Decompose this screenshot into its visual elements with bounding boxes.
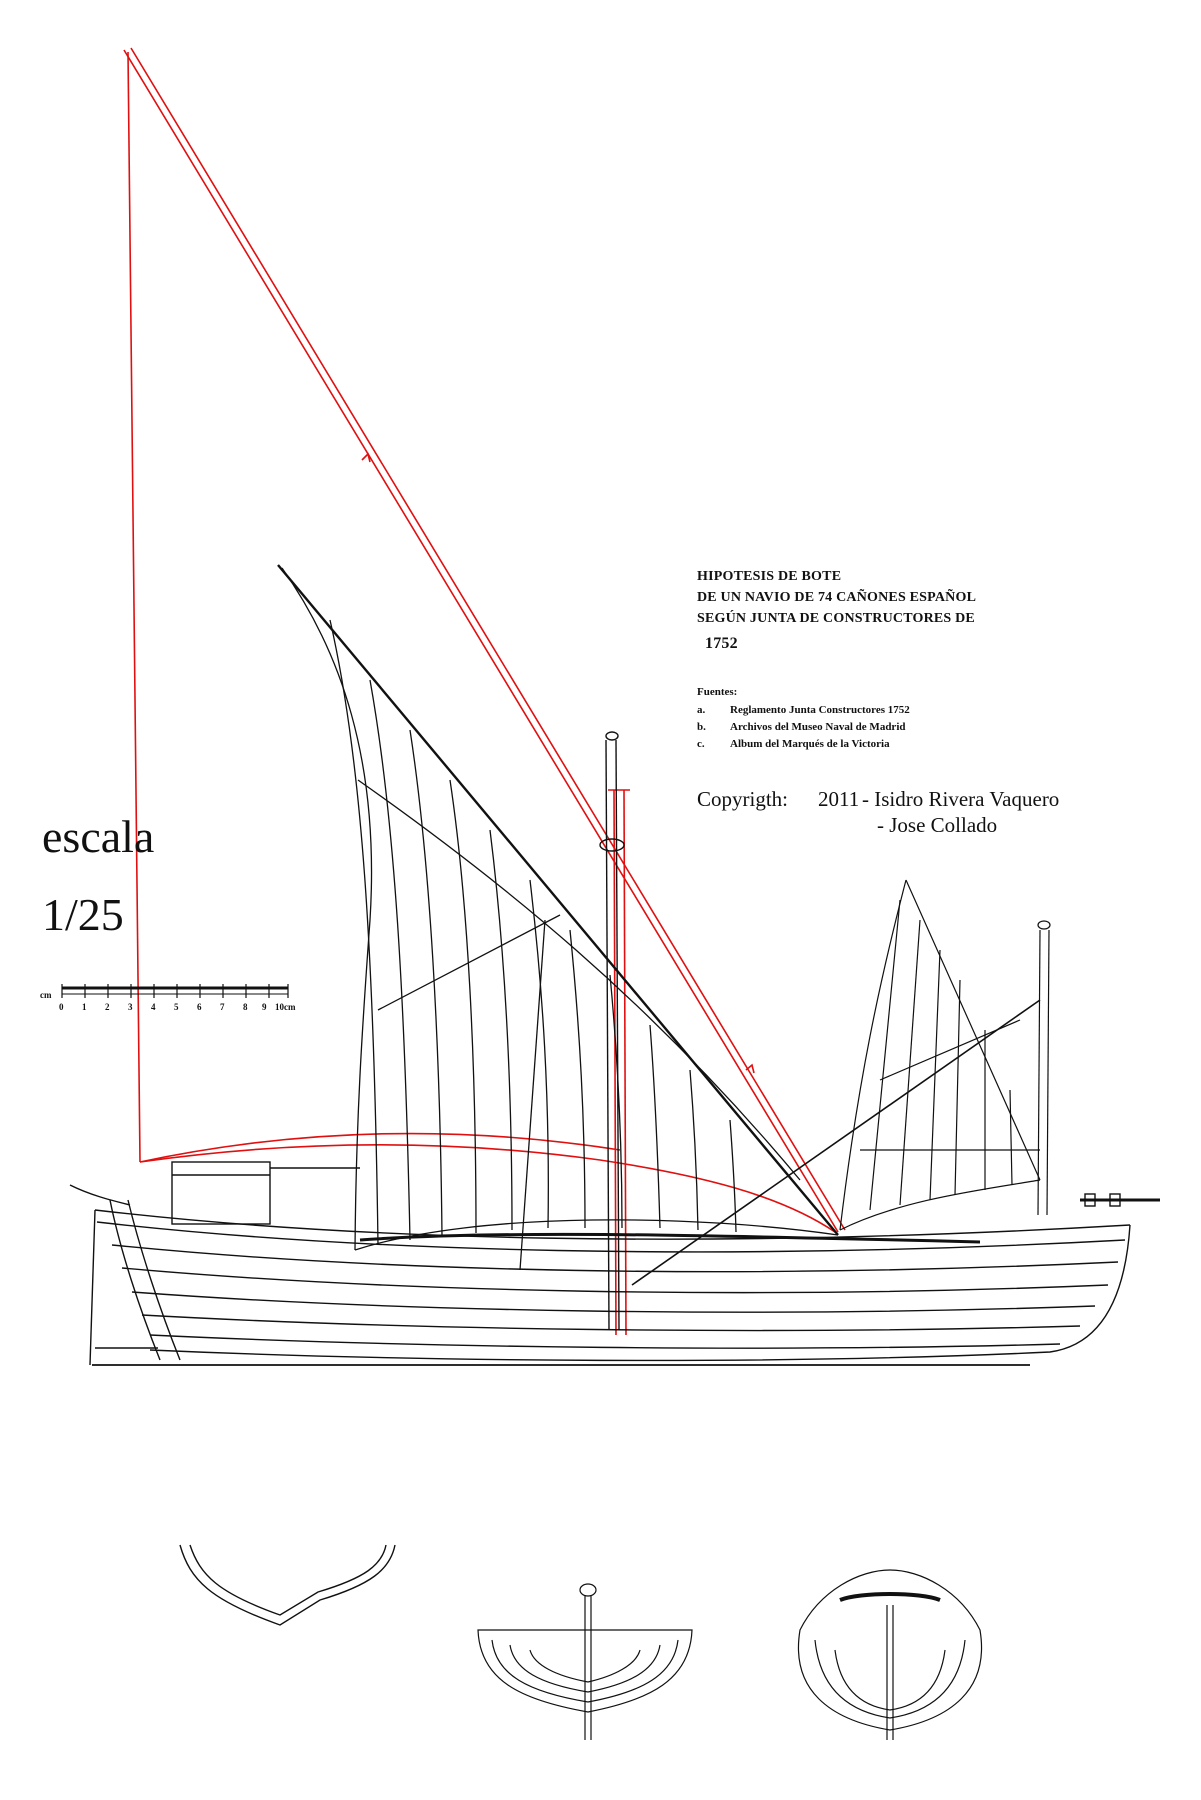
copyright-author-1: - Isidro Rivera Vaquero — [862, 787, 1060, 811]
source-c: Album del Marqués de la Victoria — [730, 738, 890, 750]
source-marker-a: a. — [697, 704, 706, 716]
midship-section — [179, 1544, 396, 1626]
source-marker-c: c. — [697, 738, 705, 750]
red-lateen-rig — [123, 47, 846, 1336]
copyright-author-2: - Jose Collado — [877, 813, 998, 837]
scale-ruler — [61, 984, 289, 998]
sources-heading: Fuentes: — [697, 686, 738, 698]
ruler-tick-0: 0 — [59, 1002, 64, 1012]
ruler-unit-right: 10cm — [275, 1002, 296, 1012]
main-lateen-sail — [277, 564, 839, 1271]
ruler-tick-2: 2 — [105, 1002, 110, 1012]
ruler-tick-7: 7 — [220, 1002, 225, 1012]
copyright-year: 2011 — [818, 787, 860, 811]
scale-word: escala — [42, 811, 155, 862]
ruler-tick-6: 6 — [197, 1002, 202, 1012]
scale-ratio: 1/25 — [42, 889, 124, 940]
source-a: Reglamento Junta Constructores 1752 — [730, 704, 910, 716]
title-year: 1752 — [705, 635, 738, 652]
source-b: Archivos del Museo Naval de Madrid — [730, 721, 906, 733]
ruler-tick-1: 1 — [82, 1002, 87, 1012]
mainmast — [599, 731, 625, 1331]
stern-section — [477, 1583, 693, 1740]
foresail — [631, 879, 1051, 1286]
hull-profile — [69, 1161, 1160, 1366]
ruler-tick-3: 3 — [128, 1002, 133, 1012]
ruler-tick-8: 8 — [243, 1002, 248, 1012]
copyright-label: Copyrigth: — [697, 787, 789, 811]
bow-section — [798, 1569, 982, 1740]
ruler-unit-left: cm — [40, 990, 52, 1000]
source-marker-b: b. — [697, 721, 706, 733]
ruler-tick-9: 9 — [262, 1002, 267, 1012]
title-line-1: HIPOTESIS DE BOTE — [697, 569, 842, 584]
ruler-tick-4: 4 — [151, 1002, 156, 1012]
title-line-2: DE UN NAVIO DE 74 CAÑONES ESPAÑOL — [697, 590, 977, 605]
ruler-tick-5: 5 — [174, 1002, 179, 1012]
title-line-3: SEGÚN JUNTA DE CONSTRUCTORES DE — [697, 611, 975, 626]
